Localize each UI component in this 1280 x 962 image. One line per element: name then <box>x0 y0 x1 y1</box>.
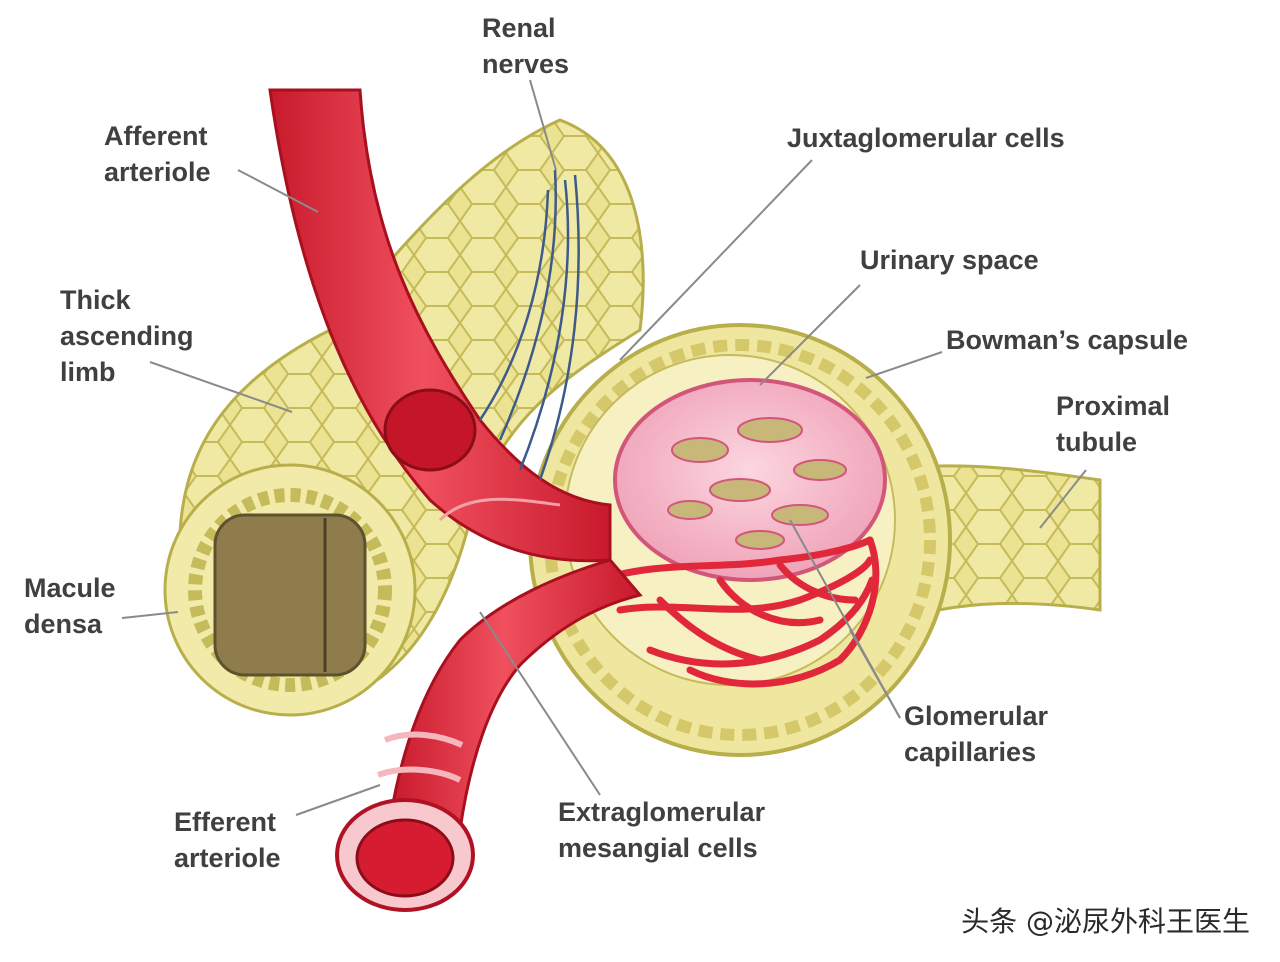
label-extraglomerular-mesangial-cells: Extraglomerular mesangial cells <box>558 797 766 863</box>
leader-macule-densa <box>121 611 179 619</box>
leader-renal-nerves <box>529 79 557 171</box>
label-renal-nerves: Renal nerves <box>482 13 570 79</box>
label-efferent-arteriole: Efferent arteriole <box>174 807 281 873</box>
macula-densa-tubule <box>163 463 417 717</box>
label-macule-densa: Macule densa <box>24 573 116 639</box>
watermark-text: 头条 @泌尿外科王医生 <box>961 905 1250 938</box>
leader-lines <box>121 79 1087 816</box>
leader-glomerular-capillaries-2 <box>849 629 901 719</box>
glomerular-capillary-network <box>596 536 880 688</box>
leader-thick-ascending-limb <box>149 361 293 413</box>
label-bowmans-capsule: Bowman’s capsule <box>946 325 1189 355</box>
leader-proximal-tubule <box>1039 469 1087 529</box>
label-afferent-arteriole: Afferent arteriole <box>104 121 211 187</box>
label-urinary-space: Urinary space <box>860 245 1039 275</box>
glomerular-tuft <box>613 378 887 582</box>
leader-bowmans-capsule <box>865 351 943 379</box>
leader-urinary-space <box>759 284 861 386</box>
leader-extraglomerular-mesangial-cells <box>479 611 601 796</box>
leader-efferent-arteriole <box>295 784 381 816</box>
efferent-arteriole-shape <box>335 558 643 912</box>
leader-juxtaglomerular-cells <box>619 159 813 361</box>
label-juxtaglomerular-cells: Juxtaglomerular cells <box>787 123 1065 153</box>
label-thick-ascending-limb: Thick ascending limb <box>60 285 194 387</box>
label-proximal-tubule: Proximal tubule <box>1056 391 1171 457</box>
leader-afferent-arteriole <box>237 169 319 213</box>
renal-nerves-shape <box>478 169 580 481</box>
label-glomerular-capillaries: Glomerular capillaries <box>904 701 1049 767</box>
